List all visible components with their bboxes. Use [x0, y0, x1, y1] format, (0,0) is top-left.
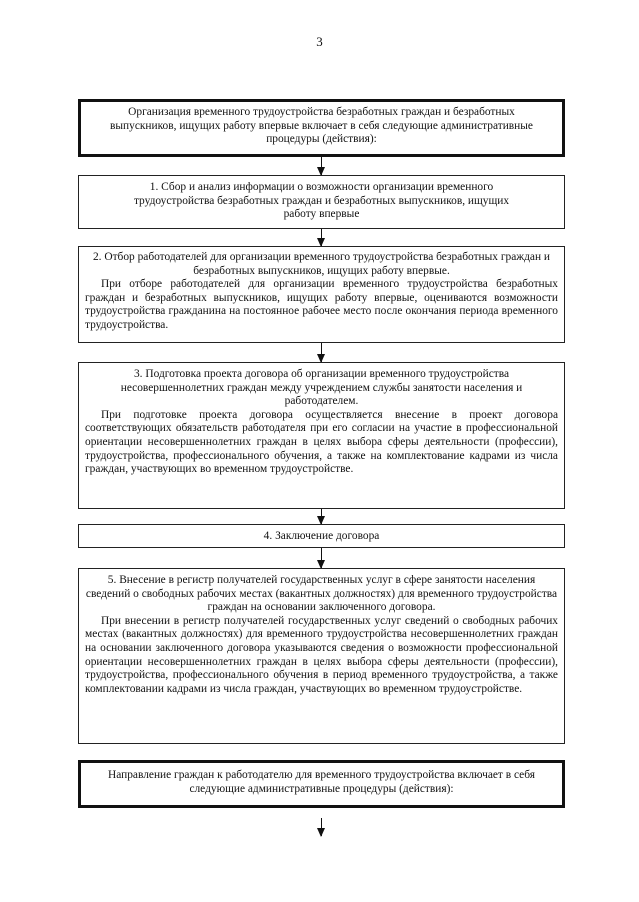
step2-text: При отборе работодателей для организации…	[85, 278, 558, 331]
step3-box: 3. Подготовка проекта договора об органи…	[78, 362, 565, 509]
step5-box: 5. Внесение в регистр получателей госуда…	[78, 568, 565, 744]
step3-title: 3. Подготовка проекта договора об органи…	[120, 368, 523, 408]
arrow-2	[317, 229, 325, 247]
intro-box: Организация временного трудоустройства б…	[78, 99, 565, 157]
page-number: 3	[316, 34, 323, 49]
step5-title: 5. Внесение в регистр получателей госуда…	[85, 574, 558, 614]
arrow-3	[317, 343, 325, 363]
arrow-4	[317, 509, 325, 525]
step5-text: При внесении в регистр получателей госуд…	[85, 614, 558, 695]
step4-box: 4. Заключение договора	[78, 524, 565, 548]
outro-box: Направление граждан к работодателю для в…	[78, 760, 565, 808]
step2-title: 2. Отбор работодателей для организации в…	[92, 251, 551, 277]
step3-text: При подготовке проекта договора осуществ…	[85, 408, 558, 476]
arrow-6	[317, 818, 325, 837]
step1-box: 1. Сбор и анализ информации о возможност…	[78, 175, 565, 229]
arrow-1	[317, 157, 325, 176]
arrow-5	[317, 548, 325, 569]
step2-box: 2. Отбор работодателей для организации в…	[78, 246, 565, 343]
